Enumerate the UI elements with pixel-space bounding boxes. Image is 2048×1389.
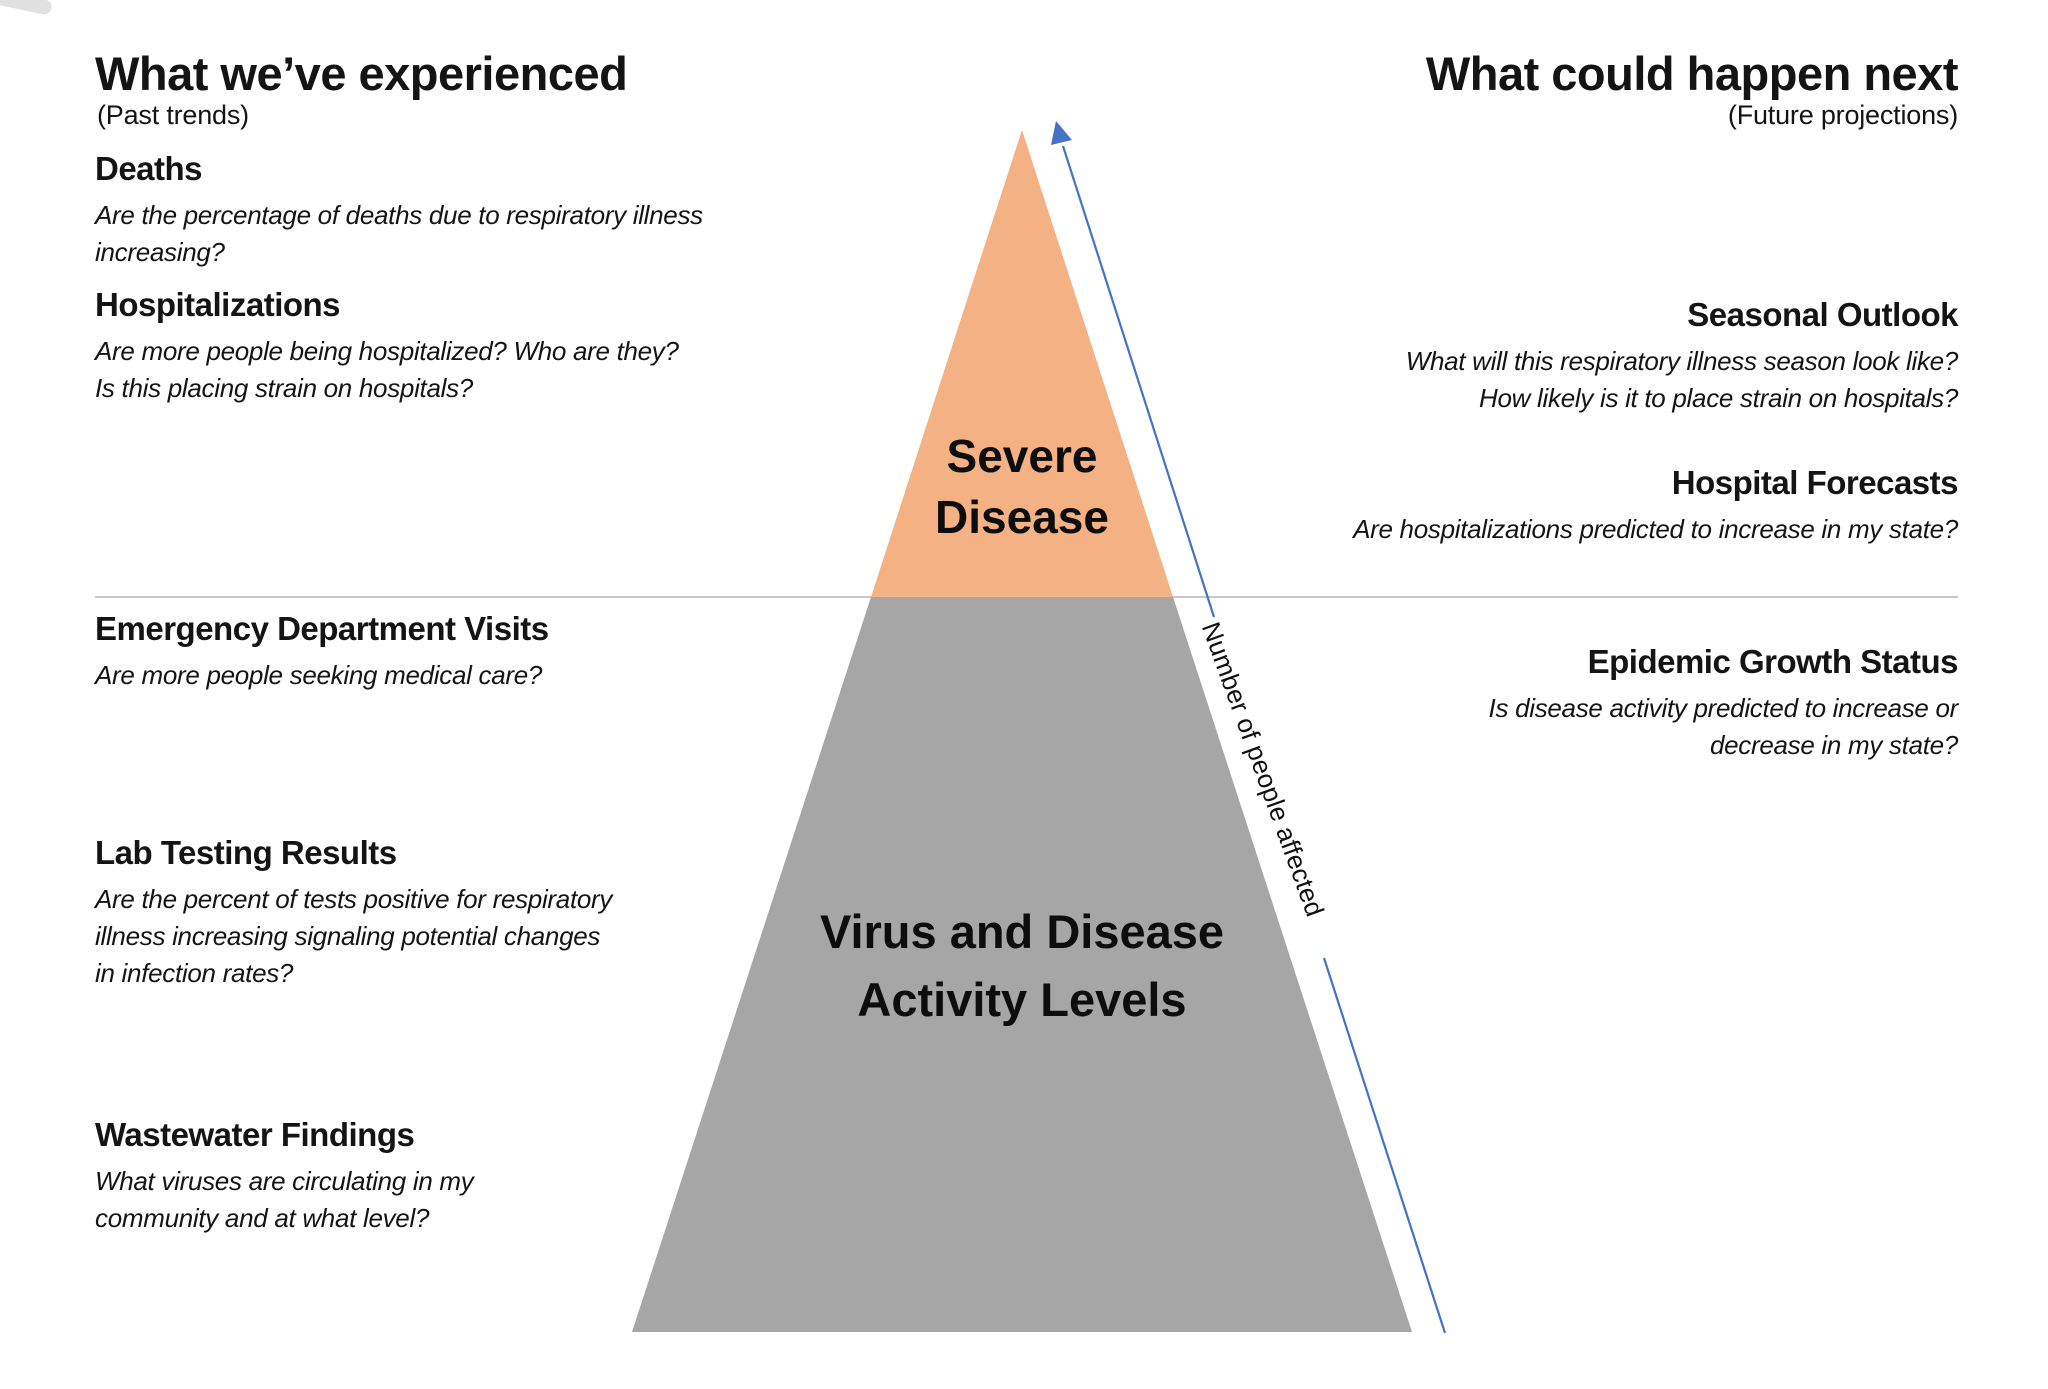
- section-emergency-department-visits: Emergency Department Visits Are more peo…: [95, 610, 549, 694]
- pyramid-top-label: Severe Disease: [935, 430, 1109, 543]
- section-question: Are the percent of tests positive for re…: [95, 884, 613, 988]
- arrowhead-icon: [1051, 121, 1072, 145]
- pyramid-bottom-label: Virus and Disease Activity Levels: [819, 905, 1225, 1026]
- section-question: What will this respiratory illness seaso…: [1405, 346, 1959, 413]
- right-subtitle: (Future projections): [1727, 100, 1958, 130]
- arrow-line-upper: [1061, 145, 1216, 618]
- section-heading: Epidemic Growth Status: [1587, 643, 1959, 680]
- section-heading: Hospitalizations: [95, 286, 341, 323]
- section-heading: Hospital Forecasts: [1671, 464, 1959, 501]
- section-heading: Emergency Department Visits: [95, 610, 549, 647]
- right-title: What could happen next: [1425, 47, 1959, 100]
- section-wastewater-findings: Wastewater Findings What viruses are cir…: [95, 1116, 474, 1237]
- section-heading: Wastewater Findings: [95, 1116, 415, 1153]
- section-lab-testing-results: Lab Testing Results Are the percent of t…: [95, 834, 612, 992]
- section-epidemic-growth-status: Epidemic Growth Status Is disease activi…: [1488, 643, 1959, 764]
- section-question: Are more people being hospitalized? Who …: [95, 336, 679, 403]
- section-question: Are hospitalizations predicted to increa…: [1353, 514, 1958, 544]
- pyramid-top-triangle: [871, 130, 1173, 597]
- section-heading: Seasonal Outlook: [1687, 296, 1958, 333]
- section-deaths: Deaths Are the percentage of deaths due …: [95, 150, 703, 271]
- section-hospitalizations: Hospitalizations Are more people being h…: [95, 286, 679, 407]
- pyramid-bottom-trapezoid: [632, 597, 1412, 1332]
- arrow-line-lower: [1322, 957, 1447, 1334]
- section-heading: Deaths: [95, 150, 203, 187]
- section-hospital-forecasts: Hospital Forecasts Are hospitalizations …: [1353, 464, 1958, 548]
- section-heading: Lab Testing Results: [95, 834, 397, 871]
- section-seasonal-outlook: Seasonal Outlook What will this respirat…: [1405, 296, 1959, 417]
- left-title: What we’ve experienced: [95, 47, 628, 100]
- section-question: What viruses are circulating in my commu…: [95, 1166, 474, 1233]
- left-subtitle: (Past trends): [97, 100, 249, 130]
- section-question: Are the percentage of deaths due to resp…: [95, 200, 703, 267]
- section-question: Is disease activity predicted to increas…: [1488, 693, 1959, 760]
- section-question: Are more people seeking medical care?: [95, 660, 543, 690]
